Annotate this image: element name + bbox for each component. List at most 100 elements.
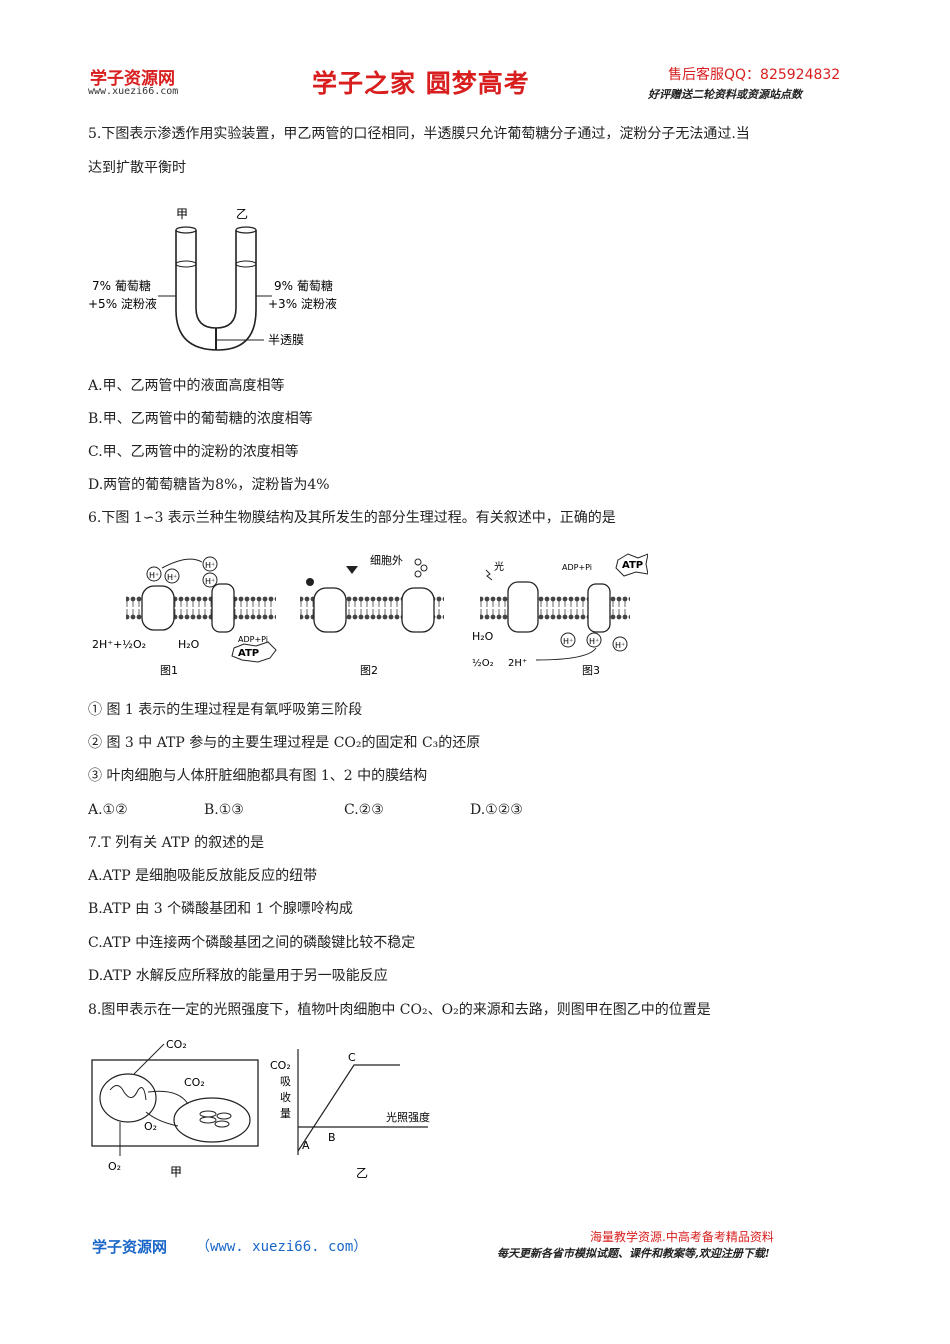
u-tube-outer <box>175 230 257 351</box>
q5-u-tube-figure: 甲 乙 7% 葡萄糖 +5% 淀粉液 9% 葡萄糖 +3% 淀粉液 半透膜 <box>88 207 337 351</box>
fig3-h-ion-1 <box>560 632 576 648</box>
footer-url[interactable]: （www. xuezi66. com） <box>196 1239 368 1255</box>
u-tube-inner <box>195 230 237 329</box>
fig2-glyco-1 <box>414 570 422 578</box>
q8-figure-yi: CO₂ 吸 收 量 A B C 光照强度 乙 <box>270 1049 430 1180</box>
fig3-adp: ADP+Pi <box>562 563 592 572</box>
o2-to-mito-arrow <box>145 1111 179 1127</box>
thylakoid-4 <box>214 1120 230 1128</box>
q5-left-solution-1: 7% 葡萄糖 <box>92 278 151 293</box>
header-logo-url: www.xuezi66.com <box>88 86 179 97</box>
fig2-outside-label: 细胞外 <box>370 554 403 567</box>
fig3-light-zigzag <box>485 569 493 581</box>
fig3-h-text-2: H⁺ <box>589 637 599 646</box>
q6-statement-2: ② 图 3 中 ATP 参与的主要生理过程是 CO₂的固定和 C₃的还原 <box>88 735 481 751</box>
fig2-signal-2 <box>346 566 358 574</box>
q5-option-d: D.两管的葡萄糖皆为8%，淀粉皆为4% <box>88 477 330 493</box>
jia-o2-in: O₂ <box>144 1120 157 1133</box>
yi-caption: 乙 <box>356 1166 368 1180</box>
q6-statement-1: ① 图 1 表示的生理过程是有氧呼吸第三阶段 <box>88 702 363 718</box>
mito-cristae <box>109 1085 147 1101</box>
q5-label-yi: 乙 <box>236 207 248 221</box>
q5-label-jia: 甲 <box>176 207 188 221</box>
q6-membrane-figure: H⁺ H⁺ H⁺ H⁺ ADP+Pi ATP 2H⁺+½O₂ H₂O 图1 细胞… <box>92 553 648 677</box>
q7-option-b: B.ATP 由 3 个磷酸基团和 1 个腺嘌呤构成 <box>88 901 353 917</box>
fig3-atp-synthase <box>587 583 611 633</box>
fig2-caption: 图2 <box>360 664 378 677</box>
fig3-caption: 图3 <box>582 664 600 677</box>
q6-stem: 6.下图 1∽3 表示兰种生物膜结构及其所发生的部分生理过程。有关叙述中，正确的… <box>88 510 616 526</box>
fig2-glyco-3 <box>414 558 422 566</box>
q6-statement-3: ③ 叶肉细胞与人体肝脏细胞都具有图 1、2 中的膜结构 <box>88 768 428 784</box>
header-title: 学子之家 圆梦高考 <box>312 69 530 98</box>
fig2-signal-1 <box>306 578 314 586</box>
fig1-equation: 2H⁺+½O₂ <box>92 638 146 651</box>
fig3-2h: 2H⁺ <box>508 658 527 669</box>
co2-out-arrow <box>133 1043 165 1075</box>
chloroplast <box>173 1097 251 1143</box>
yi-ylabel-2: 吸 <box>280 1075 291 1088</box>
header-qq: 售后客服QQ：825924832 <box>668 67 841 83</box>
q7-stem: 7.T 列有关 ATP 的叙述的是 <box>88 835 265 851</box>
fig1-atp-burst <box>231 641 277 663</box>
q8-stem: 8.图甲表示在一定的光照强度下，植物叶肉细胞中 CO₂、O₂的来源和去路，则图甲… <box>88 1002 711 1018</box>
fig3-arrow <box>535 647 597 661</box>
q5-left-solution-2: +5% 淀粉液 <box>88 296 157 311</box>
co2-to-chloroplast-arrow <box>147 1090 189 1105</box>
jia-caption: 甲 <box>170 1165 182 1179</box>
liquid-level-left <box>175 260 197 268</box>
jia-co2-top: CO₂ <box>166 1038 187 1051</box>
fig1-h-text-2: H⁺ <box>167 573 177 582</box>
q5-stem-line1: 5.下图表示渗透作用实验装置，甲乙两管的口径相同，半透膜只允许葡萄糖分子通过，淀… <box>88 126 750 142</box>
fig3-light: 光 <box>494 560 504 573</box>
fig1-atp-synthase <box>211 583 235 633</box>
fig3-h-ion-2 <box>586 632 602 648</box>
q6-option-a: A.①② <box>88 802 128 818</box>
fig2-receptor-1 <box>313 587 347 633</box>
fig2-receptor-2 <box>401 587 435 633</box>
q7-option-c: C.ATP 中连接两个磷酸基团之间的磷酸键比较不稳定 <box>88 935 416 951</box>
q6-option-d: D.①②③ <box>470 802 523 818</box>
fig1-h-ion-2 <box>164 568 180 584</box>
q6-option-b: B.①③ <box>204 802 244 818</box>
q5-option-c: C.甲、乙两管中的淀粉的浓度相等 <box>88 444 299 460</box>
q5-membrane-label: 半透膜 <box>268 333 304 347</box>
liquid-level-right <box>235 260 257 268</box>
q5-option-b: B.甲、乙两管中的葡萄糖的浓度相等 <box>88 411 313 427</box>
yi-xlabel: 光照强度 <box>386 1110 430 1124</box>
fig1-h-text-3: H⁺ <box>205 561 215 570</box>
cell-outline <box>91 1059 259 1147</box>
q8-figure-jia: CO₂ CO₂ O₂ O₂ 甲 <box>91 1038 259 1179</box>
fig3-h-text-3: H⁺ <box>615 641 625 650</box>
q7-option-d: D.ATP 水解反应所释放的能量用于另一吸能反应 <box>88 968 388 984</box>
q5-option-a: A.甲、乙两管中的液面高度相等 <box>88 378 285 394</box>
tube-mouth-right <box>235 226 257 234</box>
mitochondrion <box>99 1073 157 1123</box>
fig1-h-ion-4 <box>202 572 218 588</box>
tube-mouth-left <box>175 226 197 234</box>
thylakoid-3 <box>216 1112 232 1120</box>
fig1-h-text-1: H⁺ <box>149 571 159 580</box>
q7-option-a: A.ATP 是细胞吸能反放能反应的纽带 <box>88 868 318 884</box>
header-promo: 好评赠送二轮资料或资源站点数 <box>648 88 802 101</box>
yi-point-a: A <box>302 1139 310 1152</box>
fig1-atp: ATP <box>238 648 259 659</box>
fig3-h2o: H₂O <box>472 630 494 643</box>
q5-right-solution-1: 9% 葡萄糖 <box>274 278 333 293</box>
q5-stem-line2: 达到扩散平衡时 <box>88 160 186 176</box>
q5-right-solution-2: +3% 淀粉液 <box>268 296 337 311</box>
fig2-glyco-2 <box>420 564 428 572</box>
yi-curve <box>297 1064 400 1152</box>
fig3-atp: ATP <box>622 560 643 571</box>
fig3-half-o2: ½O₂ <box>472 657 494 669</box>
fig3-h-text-1: H⁺ <box>563 637 573 646</box>
footer-notice: 每天更新各省市模拟试题、课件和教案等,欢迎注册下载! <box>497 1247 770 1260</box>
yi-ylabel-3: 收 <box>280 1090 291 1104</box>
yi-point-b: B <box>328 1131 336 1144</box>
footer-logo: 学子资源网 <box>92 1238 168 1256</box>
fig1-caption: 图1 <box>160 664 178 677</box>
yi-ylabel-1: CO₂ <box>270 1059 291 1072</box>
thylakoid-2 <box>199 1116 217 1124</box>
fig1-h-text-4: H⁺ <box>205 577 215 586</box>
jia-o2-bottom: O₂ <box>108 1160 121 1173</box>
